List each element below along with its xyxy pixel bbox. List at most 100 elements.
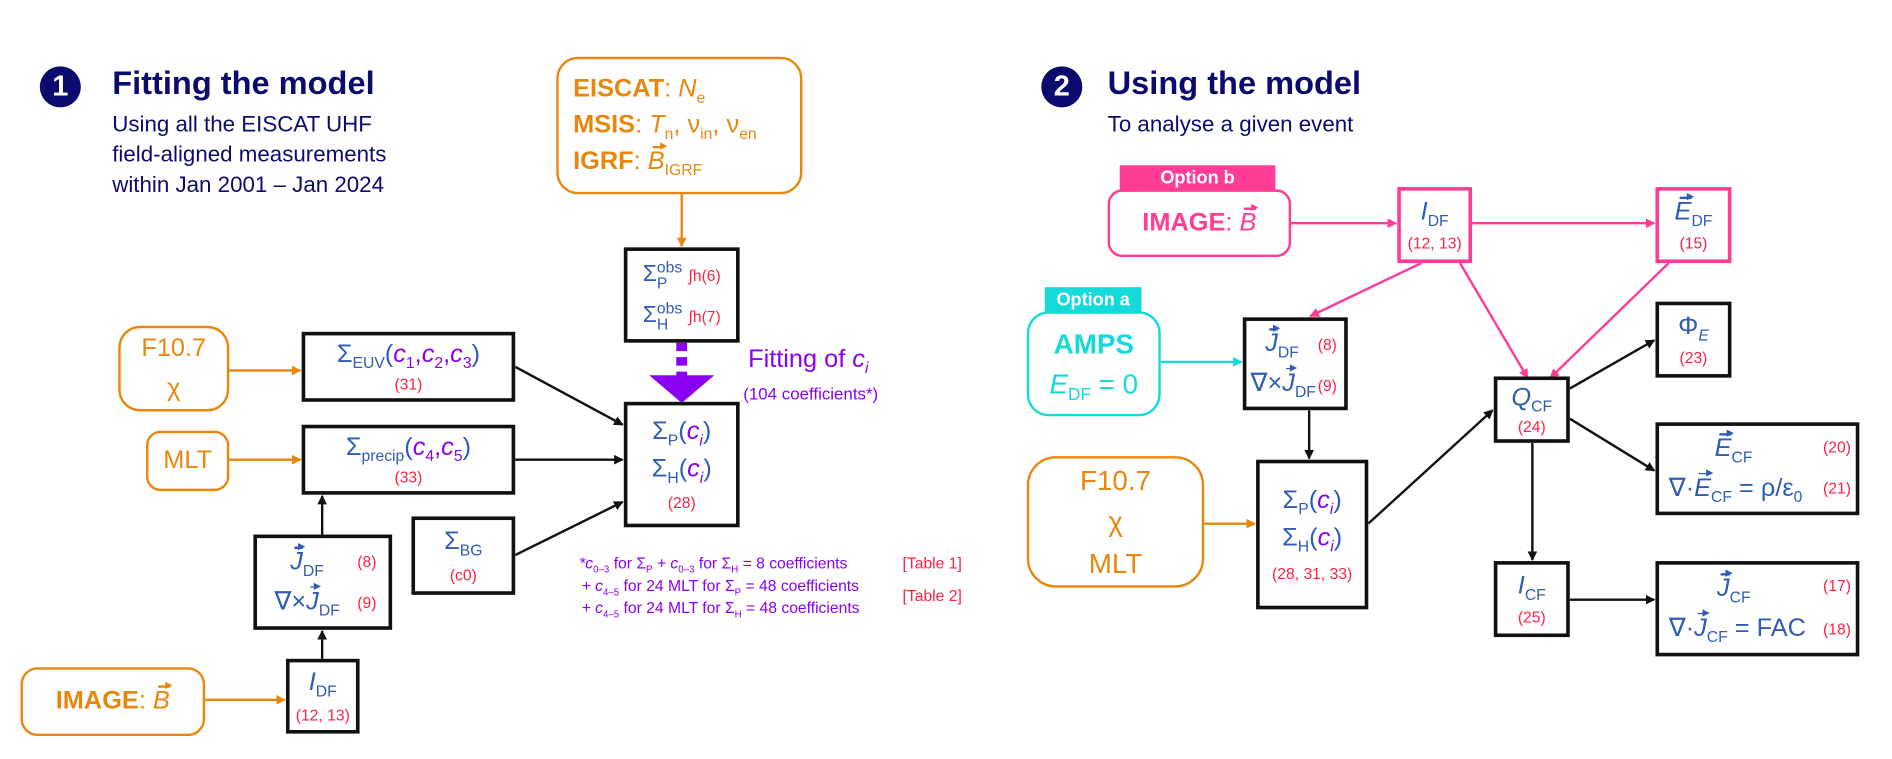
paren: (	[1309, 523, 1318, 551]
sigma-precip: Σprecip(c4,c5)	[345, 433, 472, 466]
dot: ·	[1685, 473, 1695, 502]
times: ×	[1267, 368, 1283, 397]
sub: H	[1297, 536, 1310, 555]
sub: P	[646, 564, 653, 576]
mlt-label: MLT	[1088, 547, 1143, 579]
sigma-p: ΣP(ci)	[1282, 486, 1342, 517]
sub: i	[1330, 536, 1334, 555]
phi-e: ΦE	[1678, 312, 1709, 342]
equation-ref: (18)	[1823, 620, 1851, 639]
equation-ref: (8)	[1317, 335, 1337, 354]
equation-ref: (28, 31, 33)	[1272, 564, 1353, 583]
sub: CF	[1731, 448, 1753, 467]
table-1-ref: [Table 1]	[902, 553, 962, 572]
div-e-cf: ∇·ECF = ρ/ε0	[1668, 468, 1803, 506]
sub: CF	[1531, 397, 1553, 416]
sub: 5	[453, 447, 463, 466]
div-j-cf: ∇·JCF = FAC	[1669, 608, 1806, 644]
sub: 1	[405, 354, 415, 373]
e-cf: ECF	[1714, 429, 1753, 467]
subtitle-line: within Jan 2001 – Jan 2024	[112, 171, 385, 197]
sub: H	[667, 467, 679, 486]
fn: = 48 coefficients	[741, 576, 860, 595]
sub: DF	[1691, 211, 1713, 230]
fn: for Σ	[609, 553, 647, 572]
sub: 4–5	[602, 587, 620, 598]
equation-ref: (12, 13)	[1407, 234, 1462, 253]
curl-j-df: ∇×JDF	[274, 582, 340, 619]
var-c: c	[852, 345, 865, 373]
footnote-line-1: *c0–3 for ΣP + c0–3 for ΣH = 8 coefficie…	[579, 553, 847, 576]
sigma: Σ	[1282, 523, 1298, 551]
sigma: Σ	[1282, 486, 1299, 515]
jcf-box: JCF ∇·JCF = FAC (17) (18)	[1655, 561, 1860, 657]
mlt-label: MLT	[163, 446, 213, 475]
qcf-box: QCF (24)	[1493, 376, 1570, 443]
var-nu: ν	[726, 110, 740, 139]
i-df: IDF	[1420, 197, 1449, 230]
colon: :	[633, 147, 641, 176]
phi: Φ	[1678, 312, 1699, 341]
sub: 0	[1793, 487, 1803, 506]
step-number-badge: 1	[39, 66, 81, 108]
equation-ref: (25)	[1517, 608, 1546, 627]
sub: 4–5	[602, 608, 620, 620]
var-c: c	[421, 340, 435, 369]
vector-j: J	[306, 582, 321, 615]
fn: + c	[581, 598, 603, 617]
arrow-idf-to-qcf	[1458, 262, 1529, 379]
amps-source: AMPS EDF = 0	[1026, 311, 1161, 417]
var-c: c	[412, 433, 426, 462]
paren: )	[1333, 486, 1342, 515]
sub: CF	[1524, 585, 1546, 604]
fn: for 24 MLT for Σ	[619, 576, 735, 595]
sub: BG	[459, 540, 483, 559]
footnote-line-3: + c4–5 for 24 MLT for ΣH = 48 coefficien…	[581, 598, 860, 619]
fn: + c	[581, 576, 603, 595]
image-b-input: IMAGE: B	[20, 667, 206, 737]
vector-j: J	[1282, 363, 1297, 397]
equation-ref: ∫h(7)	[688, 307, 721, 326]
equation-ref: (c0)	[449, 565, 477, 585]
j-df: JDF	[1265, 324, 1299, 362]
image-b-label: IMAGE: B	[1142, 203, 1259, 238]
var-t: T	[649, 110, 665, 139]
var-i: I	[1420, 197, 1428, 226]
var-c: c	[687, 454, 700, 483]
fn: *c	[579, 553, 594, 572]
section-subtitle: To analyse a given event	[1107, 111, 1354, 137]
paren: )	[462, 433, 472, 462]
nabla: ∇	[1668, 473, 1686, 502]
fn: + c	[652, 553, 679, 572]
phi-e-box: ΦE (23)	[1655, 301, 1732, 378]
colon: :	[635, 110, 643, 139]
subtitle-line: field-aligned measurements	[112, 141, 387, 167]
chi-label: χ	[167, 373, 181, 402]
var-q: Q	[1511, 383, 1532, 412]
sigma-precip-box: Σprecip(c4,c5) (33)	[301, 424, 516, 495]
sub: DF	[318, 600, 340, 619]
sub: DF	[1068, 385, 1091, 405]
sigma: Σ	[651, 454, 668, 483]
sub: DF	[1427, 211, 1449, 230]
arrow-bg-to-sigma	[514, 500, 624, 557]
step-number: 2	[1053, 69, 1070, 103]
sub: i	[699, 467, 704, 486]
arrow-qcf-to-phi	[1569, 339, 1656, 390]
times: ×	[291, 587, 307, 615]
var-c: c	[450, 340, 463, 369]
var-c: c	[686, 417, 700, 446]
sup: obs	[656, 257, 683, 276]
sigma-p: ΣP(ci)	[652, 417, 711, 448]
sub: DF	[1277, 343, 1299, 362]
sub: DF	[315, 682, 337, 701]
vector-e: E	[1714, 429, 1734, 463]
var-i: I	[1517, 571, 1525, 600]
paren: )	[471, 340, 481, 369]
equation-ref: (31)	[394, 374, 423, 393]
colon: :	[664, 74, 672, 103]
sigma: Σ	[345, 433, 362, 462]
igrf-line: IGRF: BIGRF	[573, 142, 702, 178]
